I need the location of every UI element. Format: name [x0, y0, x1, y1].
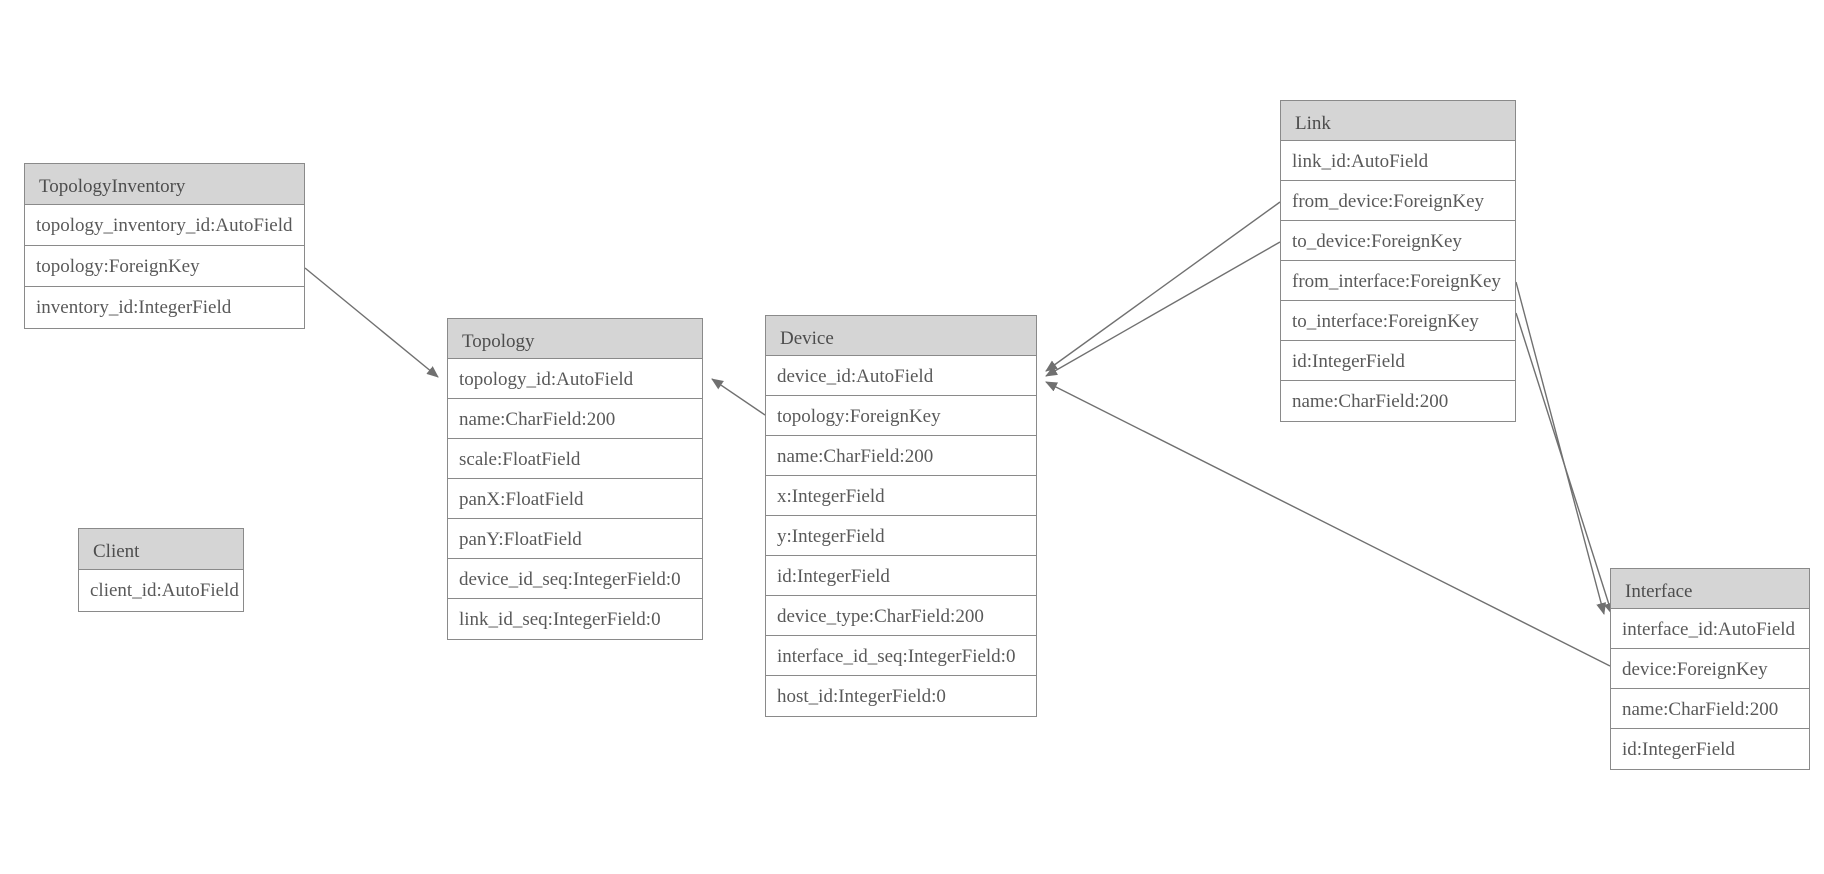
field-row: name:CharField:200: [1281, 381, 1515, 421]
field-row: id:IntegerField: [766, 556, 1036, 596]
field-row: topology:ForeignKey: [25, 246, 304, 287]
field-row: scale:FloatField: [448, 439, 702, 479]
field-row: interface_id_seq:IntegerField:0: [766, 636, 1036, 676]
relationship-topology-inventory-to-topology: [304, 267, 439, 378]
field-row: client_id:AutoField: [79, 570, 243, 611]
field-row: panY:FloatField: [448, 519, 702, 559]
field-row: id:IntegerField: [1611, 729, 1809, 769]
relationship-device-to-topology: [711, 378, 766, 416]
field-row: device_type:CharField:200: [766, 596, 1036, 636]
entity-title-topology_inventory: TopologyInventory: [25, 164, 304, 205]
field-row: device:ForeignKey: [1611, 649, 1809, 689]
field-row: inventory_id:IntegerField: [25, 287, 304, 328]
field-row: to_device:ForeignKey: [1281, 221, 1515, 261]
field-row: device_id:AutoField: [766, 356, 1036, 396]
entity-title-client: Client: [79, 529, 243, 570]
field-row: topology_id:AutoField: [448, 359, 702, 399]
field-row: panX:FloatField: [448, 479, 702, 519]
field-row: link_id_seq:IntegerField:0: [448, 599, 702, 639]
relationship-interface-device-to-device: [1045, 381, 1611, 667]
entity-title-device: Device: [766, 316, 1036, 356]
entity-title-topology: Topology: [448, 319, 702, 359]
field-row: topology:ForeignKey: [766, 396, 1036, 436]
field-row: topology_inventory_id:AutoField: [25, 205, 304, 246]
entity-title-interface: Interface: [1611, 569, 1809, 609]
field-row: name:CharField:200: [766, 436, 1036, 476]
entity-title-link: Link: [1281, 101, 1515, 141]
relationship-link-to-device-to-device: [1045, 241, 1281, 377]
field-row: from_device:ForeignKey: [1281, 181, 1515, 221]
field-row: name:CharField:200: [1611, 689, 1809, 729]
relationship-link-from-interface-to-interface: [1515, 281, 1607, 615]
field-row: interface_id:AutoField: [1611, 609, 1809, 649]
field-row: device_id_seq:IntegerField:0: [448, 559, 702, 599]
field-row: id:IntegerField: [1281, 341, 1515, 381]
field-row: name:CharField:200: [448, 399, 702, 439]
relationship-link-from-device-to-device: [1045, 201, 1281, 372]
field-row: host_id:IntegerField:0: [766, 676, 1036, 716]
field-row: x:IntegerField: [766, 476, 1036, 516]
field-row: y:IntegerField: [766, 516, 1036, 556]
relationship-link-to-interface-to-interface: [1515, 312, 1614, 615]
field-row: link_id:AutoField: [1281, 141, 1515, 181]
field-row: from_interface:ForeignKey: [1281, 261, 1515, 301]
field-row: to_interface:ForeignKey: [1281, 301, 1515, 341]
